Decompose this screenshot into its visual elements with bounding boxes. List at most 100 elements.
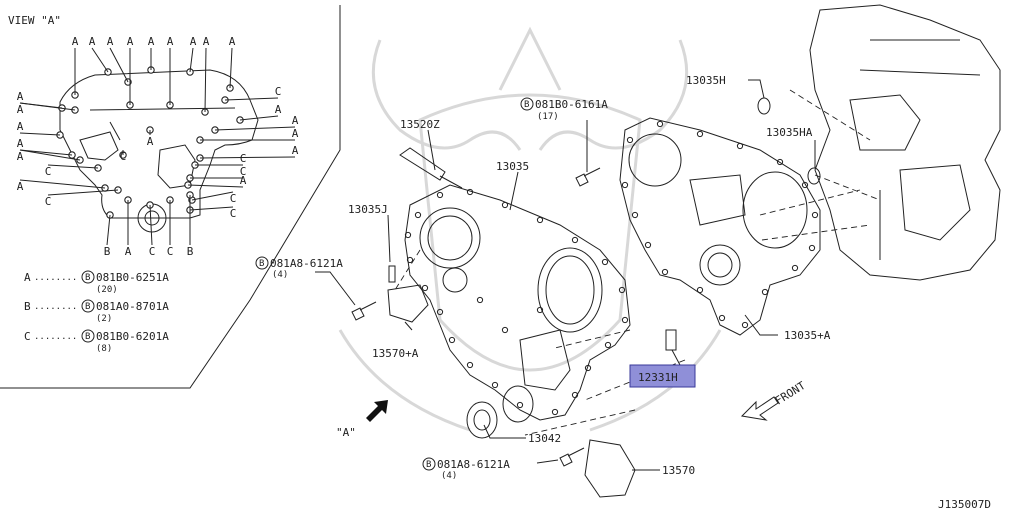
view-a-leader [239, 115, 279, 121]
filled-arrow-icon [366, 400, 388, 422]
view-a-leader [199, 156, 296, 159]
bolt-symbol-icon [81, 299, 95, 313]
oil-seal-13042 [466, 385, 534, 439]
bolt-hole [808, 244, 816, 252]
view-a-letter: A [17, 137, 24, 150]
bolt-symbol: B [85, 273, 90, 283]
legend-row-a: A ........ B 081B0-6251A (20) [24, 270, 169, 295]
bolt-hole [801, 181, 809, 189]
bolt-hole [536, 216, 544, 224]
bolt-hole [811, 211, 819, 219]
bolt-hole [618, 286, 626, 294]
view-a-letter: A [190, 35, 197, 48]
legend-dots: ........ [34, 332, 77, 342]
callout-qty: (17) [537, 112, 559, 122]
callout-part: 081A8-6121A [437, 458, 510, 471]
front-arrow-icon [740, 396, 779, 421]
callout-13035j: 13035J [348, 203, 388, 216]
view-a-arrow-label: "A" [336, 426, 356, 439]
view-a-title: VIEW "A" [8, 14, 61, 27]
view-a-letter: C [230, 207, 237, 220]
view-a-leader [19, 132, 61, 136]
front-indicator: FRONT [740, 379, 808, 421]
bolt-hole [791, 264, 799, 272]
bolt-symbol: B [259, 259, 264, 269]
legend-qty: (2) [96, 314, 112, 324]
callout-qty: (4) [441, 471, 457, 481]
view-a-letter: A [240, 174, 247, 187]
view-a-letter: A [203, 35, 210, 48]
bolt-hole [414, 211, 422, 219]
bolt-symbol: B [426, 460, 431, 470]
bolt-hole [661, 268, 669, 276]
view-a-leader [19, 149, 73, 156]
legend-row-c: C ........ B 081B0-6201A (8) [24, 329, 169, 354]
view-a-letter: C [167, 245, 174, 258]
dipstick-13520z [399, 147, 463, 189]
view-a-leader [191, 191, 234, 201]
callout-12331h[interactable]: 12331H [638, 371, 678, 384]
bolt-bottom [559, 447, 585, 467]
view-a-letter: A [275, 103, 282, 116]
cover-bolt-holes [404, 120, 819, 416]
bolt-hole [466, 361, 474, 369]
bolt-hole [718, 314, 726, 322]
bolt-hole [501, 201, 509, 209]
bolt-hole [601, 258, 609, 266]
legend: A ........ B 081B0-6251A (20) B ........… [24, 270, 169, 354]
bolt-hole [621, 181, 629, 189]
view-a-letter: A [89, 35, 96, 48]
view-a-letter: A [292, 144, 299, 157]
view-a-leaders [19, 47, 296, 246]
front-label: FRONT [773, 379, 808, 408]
view-a-leader [91, 47, 109, 73]
view-a-leader [19, 179, 106, 189]
view-a-letter: C [45, 165, 52, 178]
view-a-letter: C [120, 150, 127, 163]
bolt-hole [626, 136, 634, 144]
callout-13035ha: 13035HA [766, 126, 813, 139]
callout-bolt-left: B 081A8-6121A (4) [255, 256, 343, 280]
view-a-letter: A [17, 180, 24, 193]
dowel-12331h [665, 329, 677, 351]
bolt-symbol: B [85, 332, 90, 342]
o-ring-13035ha [807, 167, 821, 185]
highlight-box-12331h[interactable] [629, 364, 696, 388]
callout-13035a: 13035+A [784, 329, 831, 342]
view-a-letter: C [275, 85, 282, 98]
callout-13520z: 13520Z [400, 118, 440, 131]
callout-part: 081A8-6121A [270, 257, 343, 270]
view-a-leader [189, 47, 194, 73]
view-a-letter: C [149, 245, 156, 258]
view-a-leader [19, 102, 76, 111]
bolt-hole [656, 120, 664, 128]
legend-part: 081A0-8701A [96, 300, 169, 313]
view-a-letter: C [230, 192, 237, 205]
bolt-hole [741, 321, 749, 329]
view-a-letter: A [292, 114, 299, 127]
bolt-hole [551, 408, 559, 416]
bolt-hole [696, 286, 704, 294]
view-a-leader [214, 126, 296, 131]
gasket-13570 [584, 439, 636, 498]
bolt-hole [501, 326, 509, 334]
callout-13570: 13570 [662, 464, 695, 477]
view-a-letter: A [147, 135, 154, 148]
bolt-hole [516, 401, 524, 409]
view-a-letter: A [125, 245, 132, 258]
bolt-hole [436, 308, 444, 316]
bolt-hole [761, 288, 769, 296]
bolt-hole [536, 306, 544, 314]
view-a-letter: A [229, 35, 236, 48]
view-a-letter: A [17, 90, 24, 103]
view-a-letter: A [167, 35, 174, 48]
bolt-hole [584, 364, 592, 372]
inset-frame [0, 5, 341, 389]
o-ring-13035h [757, 97, 771, 115]
view-a-leader [189, 206, 234, 211]
view-a-letter: A [127, 35, 134, 48]
dowel-13035j [388, 265, 396, 283]
callout-13035: 13035 [496, 160, 529, 173]
view-a-letter: A [292, 127, 299, 140]
